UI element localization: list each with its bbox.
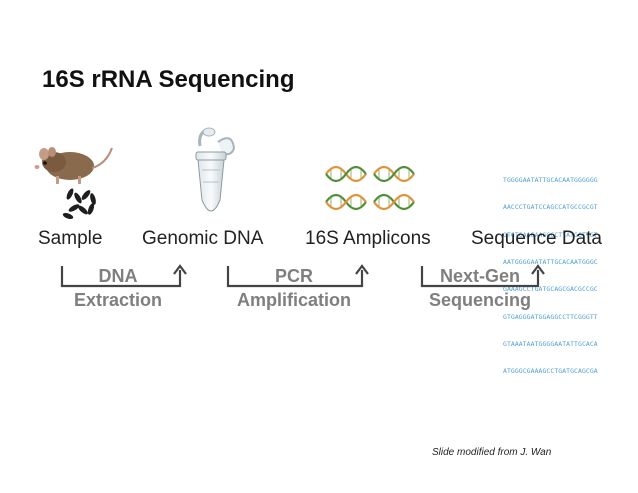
sequence-line: GAAAGCCTGATGCAGCGACGCCGC <box>503 285 598 294</box>
step-bracket-arrow <box>420 264 545 288</box>
stage-label-genomic-dna: Genomic DNA <box>142 228 264 249</box>
step-line-1: PCR <box>274 266 313 286</box>
step-line-2: Amplification <box>236 290 351 310</box>
sequence-data-block: TGGGGAATATTGCACAATGGGGGG AACCCTGATCCAGCC… <box>503 158 621 385</box>
step-pcr-amplification: PCR Amplification <box>228 264 360 312</box>
step-bracket-arrow <box>60 264 187 288</box>
slide-title: 16S rRNA Sequencing <box>42 66 295 93</box>
microcentrifuge-tube-icon <box>195 127 236 212</box>
sequence-line: AACCCTGATCCAGCCATGCCGCGT <box>503 203 598 212</box>
dna-helices-icon <box>325 165 415 211</box>
stage-label-sample: Sample <box>38 228 103 249</box>
step-line-2: Sequencing <box>428 290 531 310</box>
step-next-gen-sequencing: Next-Gen Sequencing <box>422 264 538 312</box>
step-line-1: Next-Gen <box>439 266 520 286</box>
stage-label-16s-amplicons: 16S Amplicons <box>305 228 431 249</box>
step-bracket-arrow <box>226 264 369 288</box>
sequence-line: GTAAATAATGGGGAATATTGCACA <box>503 339 598 348</box>
step-line-2: Extraction <box>73 290 163 310</box>
sequence-line: GTGAGGGATGGAGGCCTTCGGGTT <box>503 312 598 321</box>
sequence-line: GTGTGAAGAAGGCCTTATGGTTGT <box>503 230 598 239</box>
stage-label-sequence-data: Sequence Data <box>471 228 602 249</box>
sequence-line: TGGGGAATATTGCACAATGGGGGG <box>503 176 598 185</box>
sequence-line: AATGGGGAATATTGCACAATGGGC <box>503 258 598 267</box>
slide-credit: Slide modified from J. Wan <box>432 447 552 458</box>
step-dna-extraction: DNA Extraction <box>62 264 174 312</box>
sequence-line: ATGGGCGAAAGCCTGATGCAGCGA <box>503 367 598 376</box>
mouse-image <box>34 147 113 220</box>
step-line-1: DNA <box>98 266 138 286</box>
